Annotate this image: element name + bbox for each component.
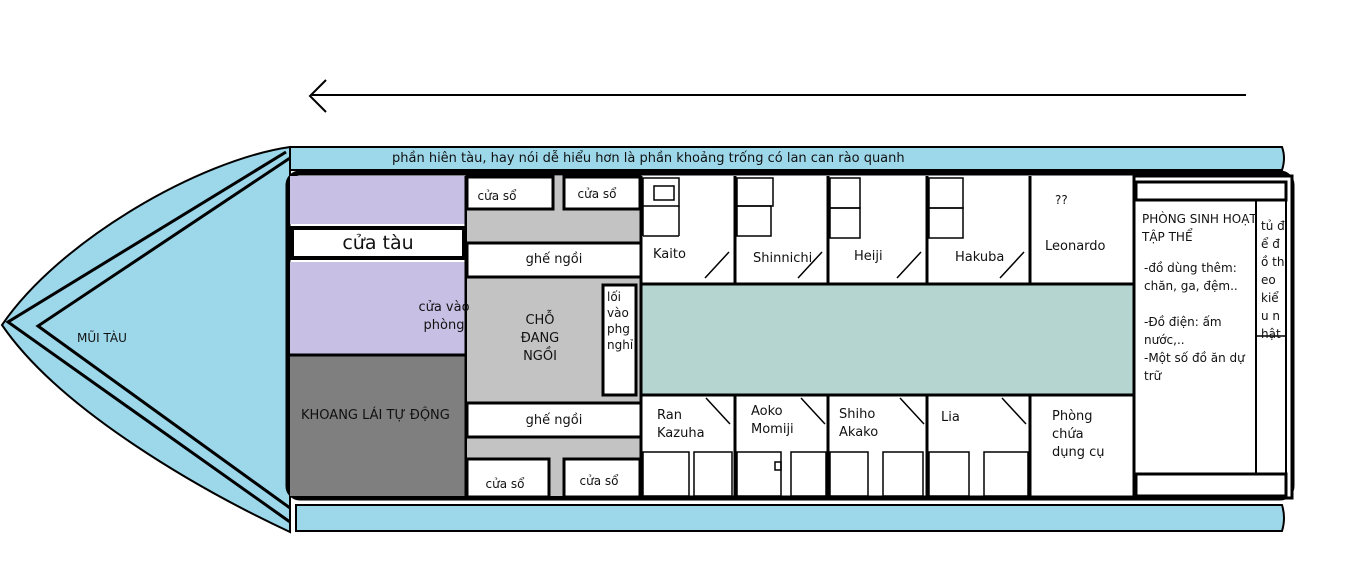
window-bottom-right-label: cửa sổ <box>579 474 619 488</box>
cabin-leonardo-mark: ?? <box>1055 193 1068 207</box>
cockpit <box>290 355 466 496</box>
bottom-cabin-walls <box>639 395 1032 498</box>
top-railing <box>289 146 1285 171</box>
common-room-line3: -Một số đồ ăn dự trữ <box>1144 351 1245 383</box>
window-bottom-left <box>465 457 551 499</box>
bottom-railing <box>295 504 1285 532</box>
cabin-heiji-label: Heiji <box>854 249 883 264</box>
window-top-left <box>465 175 555 211</box>
rest-entry-label: lối vào phg nghỉ <box>607 290 634 352</box>
railing-label: phần hiên tàu, hay nói dễ hiểu hơn là ph… <box>392 151 905 166</box>
cabin-aoko-momiji-label: Aoko Momiji <box>751 404 794 437</box>
bench-top <box>465 241 643 279</box>
ship-door-label: cửa tàu <box>342 232 414 254</box>
direction-arrow <box>308 79 1246 113</box>
top-cabin-details <box>642 177 1025 279</box>
bow-label: MŨI TÀU <box>77 331 127 345</box>
tool-room-label: Phòng chứa dụng cụ <box>1052 409 1105 460</box>
cabin-shinnichi-label: Shinnichi <box>753 251 813 266</box>
room-door-label: cửa vào phòng <box>418 300 470 333</box>
ship-door <box>290 226 466 260</box>
window-top-right-label: cửa sổ <box>577 187 617 201</box>
common-room-walls <box>1132 174 1294 500</box>
common-room-line1: -đồ dùng thêm: chăn, ga, đệm.. <box>1144 261 1238 293</box>
window-bottom-left-label: cửa sổ <box>485 477 525 491</box>
rest-entry <box>601 283 638 397</box>
cabin-hakuba-label: Hakuba <box>955 250 1005 265</box>
window-top-left-label: cửa sổ <box>477 189 517 203</box>
corridor <box>639 282 1136 397</box>
seat-area-label: CHỖ ĐANG NGỒI <box>520 313 560 364</box>
front-room-top <box>290 176 466 224</box>
cabin-kaito-label: Kaito <box>653 247 686 262</box>
bench-bottom-label: ghế ngồi <box>525 413 583 428</box>
cabinet-label: tủ để đồ theo kiểu nhật <box>1261 219 1285 341</box>
bottom-cabin-details <box>642 397 1029 497</box>
common-room-line2: -Đồ điện: ấm nước,.. <box>1144 315 1222 347</box>
cockpit-label: KHOANG LÁI TỰ ĐỘNG <box>301 408 450 423</box>
common-room-title: PHÒNG SINH HOẠT TẬP THỂ <box>1142 212 1257 244</box>
bow <box>0 145 291 534</box>
bench-top-label: ghế ngồi <box>525 252 583 267</box>
cabin-lia-label: Lia <box>941 410 960 425</box>
window-bottom-right <box>562 457 642 499</box>
cabin-ran-kazuha-label: Ran Kazuha <box>657 408 705 441</box>
front-room-bottom <box>290 262 466 354</box>
cabin-leonardo-label: Leonardo <box>1045 239 1106 254</box>
cabin-shiho-akako-label: Shiho Akako <box>839 407 879 440</box>
